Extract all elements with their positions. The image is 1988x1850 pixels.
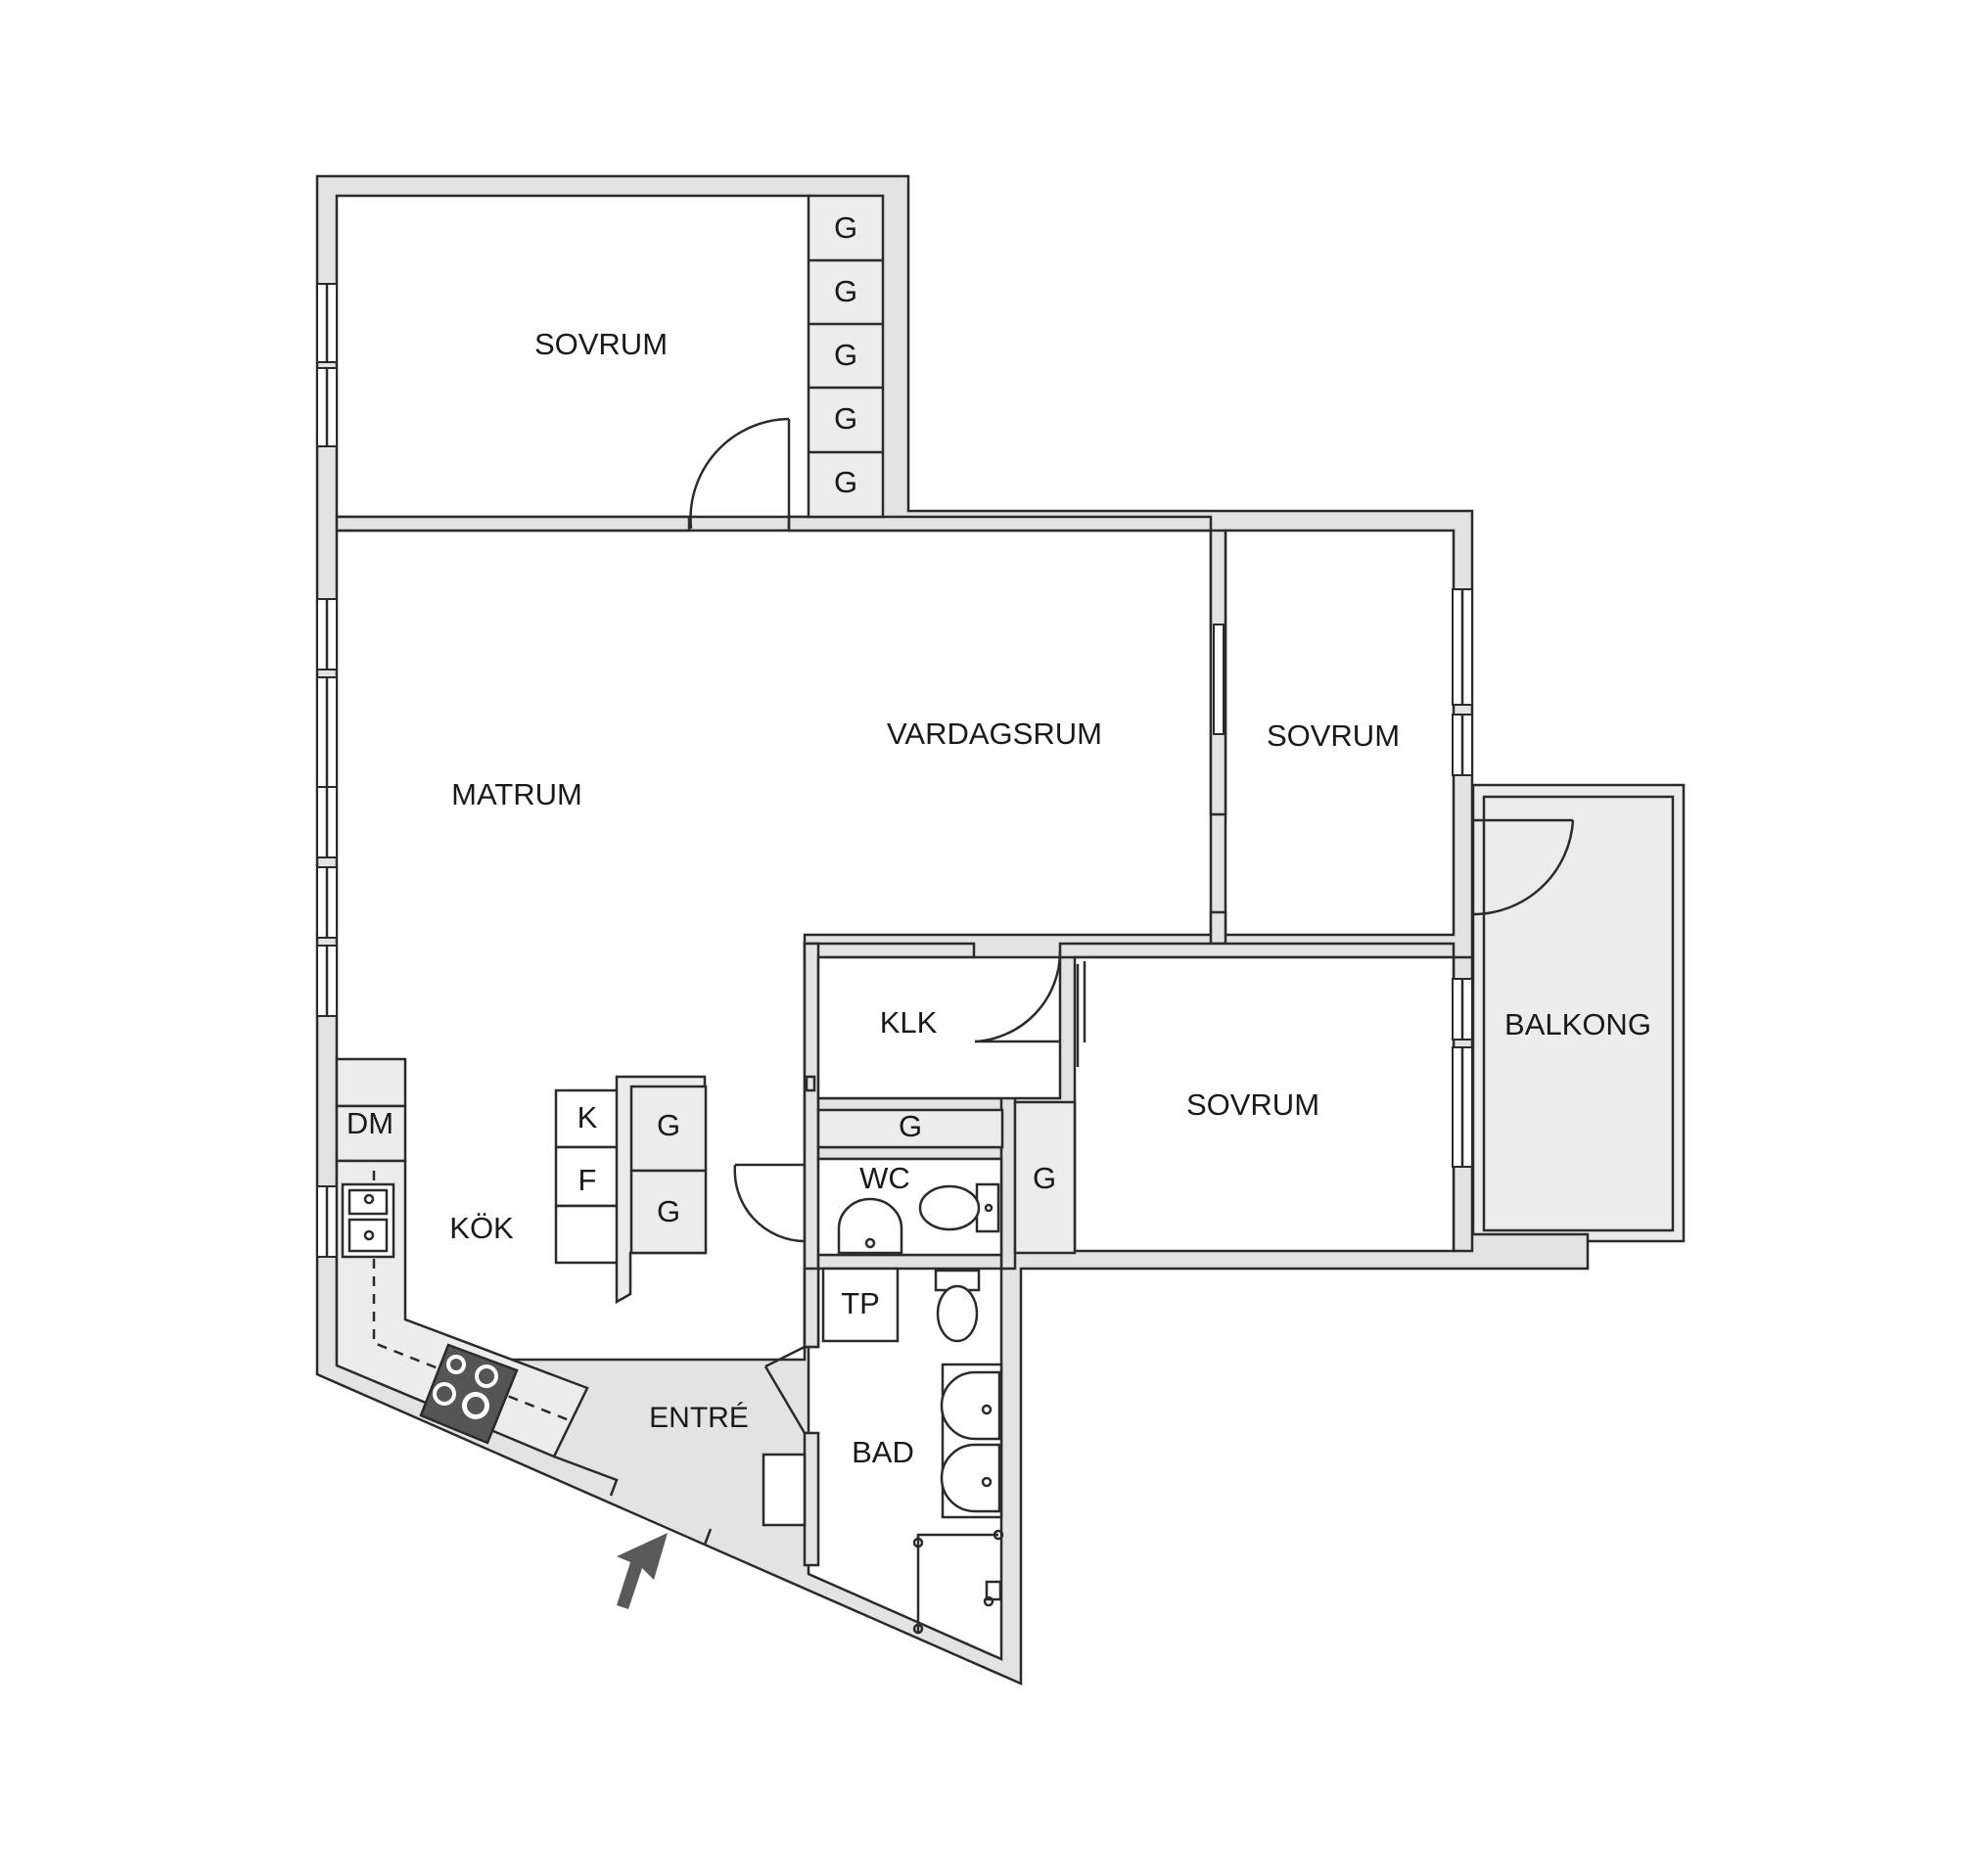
room-label-sovrum-top: SOVRUM <box>534 327 668 361</box>
entrance <box>553 1455 713 1609</box>
kitchen-storage-label: G <box>657 1108 680 1142</box>
room-label-klk: KLK <box>880 1005 938 1040</box>
bath-fixtures: TP <box>762 1267 1004 1635</box>
room-label-kok: KÖK <box>449 1211 514 1245</box>
freezer-f-label: F <box>578 1163 597 1197</box>
windows-right <box>1213 588 1473 1168</box>
fridge-k-label: K <box>578 1100 598 1134</box>
kitchen-cabinets: K F G G <box>554 1075 708 1305</box>
sovrum-storage-label: G <box>1033 1161 1056 1195</box>
room-label-bad: BAD <box>852 1435 914 1469</box>
kitchen-storage-label: G <box>657 1194 680 1228</box>
wardrobe-label: G <box>834 274 857 308</box>
toilet-icon <box>934 1269 981 1343</box>
washbasin-icon <box>837 1197 903 1255</box>
wardrobe-label: G <box>834 338 857 372</box>
floor-sovrum-lower <box>1073 955 1456 1253</box>
door-klk <box>974 950 1086 1067</box>
room-label-sovrum-lower: SOVRUM <box>1186 1087 1319 1122</box>
windows-left <box>316 283 338 1258</box>
wardrobe-label: G <box>834 465 857 499</box>
wc-fixtures <box>837 1182 1000 1255</box>
door-balcony <box>1472 818 1575 916</box>
room-label-matrum: MATRUM <box>451 777 582 811</box>
washbasin-icon <box>940 1363 1003 1519</box>
shower-icon <box>912 1529 1004 1635</box>
wardrobe-label: G <box>834 401 857 436</box>
interior-walls <box>335 515 1474 1567</box>
floor-klk <box>816 955 1062 1100</box>
klk-storage-label: G <box>899 1109 922 1143</box>
door-bad <box>763 1345 807 1434</box>
door-sovrum-top <box>689 417 791 530</box>
room-label-sovrum-right: SOVRUM <box>1267 718 1400 753</box>
wardrobe-label: G <box>834 210 857 245</box>
wardrobe-column: G G G G G <box>807 194 885 519</box>
laundry-tp-label: TP <box>841 1286 880 1320</box>
room-label-vardagsrum: VARDAGSRUM <box>887 717 1102 751</box>
room-label-entre: ENTRÉ <box>649 1402 749 1434</box>
kitchen-counter: DM <box>335 1057 589 1458</box>
door-wc <box>733 1163 806 1243</box>
floor-sovrum-right <box>1224 529 1456 937</box>
entrance-arrow-icon <box>617 1533 668 1609</box>
klk-storage: G G <box>816 1100 1077 1255</box>
stove-icon <box>419 1343 519 1445</box>
toilet-icon <box>918 1182 1000 1233</box>
room-label-balkong: BALKONG <box>1504 1007 1651 1041</box>
balcony <box>1471 783 1686 1243</box>
dishwasher-label: DM <box>347 1106 393 1140</box>
room-labels: SOVRUM VARDAGSRUM SOVRUM MATRUM KLK SOVR… <box>449 327 1651 1469</box>
room-label-wc: WC <box>859 1161 910 1195</box>
kitchen-sink-icon <box>341 1182 395 1259</box>
